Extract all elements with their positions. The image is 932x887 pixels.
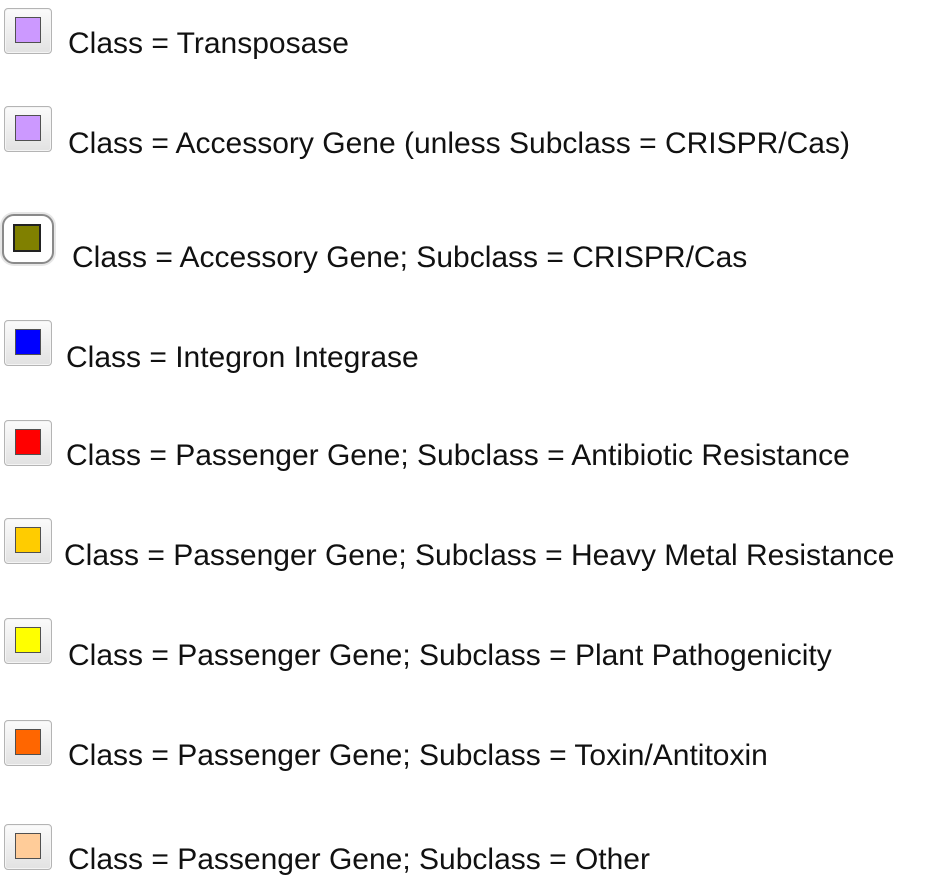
color-swatch-fill xyxy=(15,17,41,43)
legend-label: Class = Integron Integrase xyxy=(66,341,419,374)
legend-item-plant-pathogenicity: Class = Passenger Gene; Subclass = Plant… xyxy=(0,616,932,676)
legend-label: Class = Transposase xyxy=(68,27,349,60)
color-swatch-fill xyxy=(15,833,41,859)
legend-item-integron-integrase: Class = Integron Integrase xyxy=(0,318,932,378)
color-swatch-fill xyxy=(15,429,41,455)
legend-item-crispr-cas: Class = Accessory Gene; Subclass = CRISP… xyxy=(0,208,932,274)
legend-label: Class = Passenger Gene; Subclass = Toxin… xyxy=(68,739,768,772)
legend-item-other: Class = Passenger Gene; Subclass = Other xyxy=(0,822,932,882)
legend-label: Class = Passenger Gene; Subclass = Plant… xyxy=(68,639,832,672)
color-swatch-button[interactable] xyxy=(4,618,52,664)
color-swatch-button[interactable] xyxy=(2,214,54,264)
legend-label: Class = Accessory Gene; Subclass = CRISP… xyxy=(72,241,748,274)
color-swatch-fill xyxy=(15,527,41,553)
color-swatch-fill xyxy=(13,224,41,252)
legend-item-transposase: Class = Transposase xyxy=(0,4,932,64)
legend-label: Class = Passenger Gene; Subclass = Heavy… xyxy=(64,539,895,572)
color-swatch-button[interactable] xyxy=(4,320,52,366)
color-swatch-button[interactable] xyxy=(4,824,52,870)
color-swatch-fill xyxy=(15,627,41,653)
color-swatch-button[interactable] xyxy=(4,420,52,466)
color-swatch-button[interactable] xyxy=(4,8,52,54)
color-swatch-fill xyxy=(15,115,41,141)
legend-label: Class = Passenger Gene; Subclass = Antib… xyxy=(66,439,850,472)
legend-item-antibiotic-resistance: Class = Passenger Gene; Subclass = Antib… xyxy=(0,418,932,478)
legend-item-heavy-metal-resistance: Class = Passenger Gene; Subclass = Heavy… xyxy=(0,516,932,576)
legend-label: Class = Accessory Gene (unless Subclass … xyxy=(68,127,850,160)
color-swatch-fill xyxy=(15,729,41,755)
legend-label: Class = Passenger Gene; Subclass = Other xyxy=(68,843,650,876)
legend-item-accessory-gene: Class = Accessory Gene (unless Subclass … xyxy=(0,104,932,164)
legend-item-toxin-antitoxin: Class = Passenger Gene; Subclass = Toxin… xyxy=(0,718,932,778)
color-swatch-button[interactable] xyxy=(4,106,52,152)
color-swatch-button[interactable] xyxy=(4,518,52,564)
color-swatch-fill xyxy=(15,329,41,355)
color-swatch-button[interactable] xyxy=(4,720,52,766)
